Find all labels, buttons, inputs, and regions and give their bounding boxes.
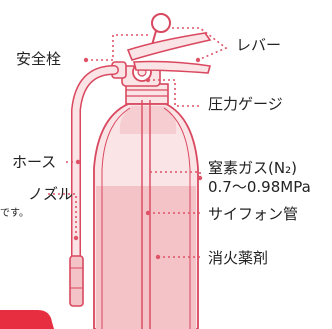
- label-pressure-gauge: 圧力ゲージ: [208, 95, 283, 113]
- leader-gauge: [148, 79, 202, 107]
- leader-gas: [150, 171, 201, 178]
- label-gas-pressure: 0.7〜0.98MPa: [208, 178, 311, 196]
- gas-region: [119, 106, 177, 134]
- lever-upper: [126, 32, 212, 61]
- nozzle-shape: [69, 255, 84, 307]
- label-nozzle: ノズル: [28, 185, 73, 203]
- lever-lower: [132, 60, 212, 74]
- agent-fill: [96, 186, 196, 329]
- partial-caption: です。: [0, 207, 29, 219]
- label-gas-name: 窒素ガス(N₂): [208, 159, 297, 177]
- corner-badge: [0, 310, 54, 329]
- leader-lever: [172, 27, 228, 61]
- siphon-tube-shape: [141, 100, 151, 329]
- valve-head: [111, 13, 212, 87]
- label-extinguishing-agent: 消火薬剤: [208, 249, 268, 267]
- leader-dots: [73, 57, 203, 260]
- safety-pin-ring: [151, 13, 171, 33]
- hose-shape: [69, 65, 119, 307]
- cylinder: [93, 83, 199, 329]
- label-siphon-tube: サイフォン管: [208, 205, 298, 223]
- cylinder-neck: [125, 83, 169, 105]
- label-safety-pin: 安全栓: [16, 50, 61, 68]
- label-lever: レバー: [236, 36, 281, 54]
- label-hose: ホース: [12, 153, 56, 171]
